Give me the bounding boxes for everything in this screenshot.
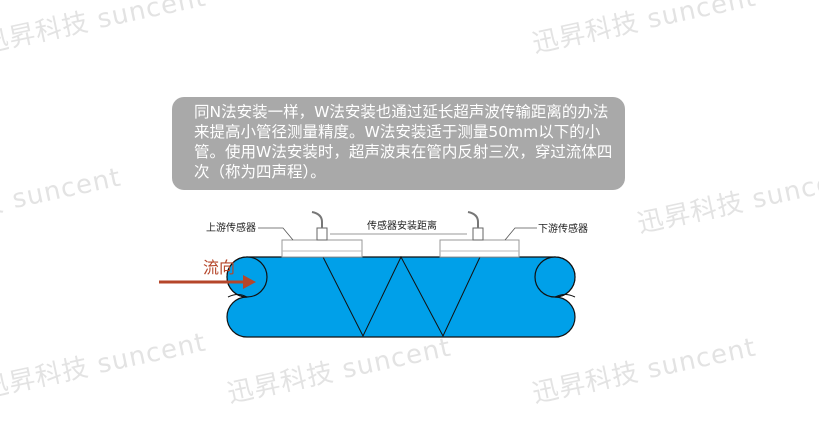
downstream-sensor-label: 下游传感器 — [538, 222, 588, 235]
sound-path — [322, 255, 481, 338]
upstream-sensor — [281, 211, 363, 258]
description-box: 同N法安装一样，W法安装也通过延长超声波传输距离的办法来提高小管径测量精度。W法… — [172, 97, 625, 190]
flow-arrow-icon — [159, 275, 256, 289]
upstream-sensor-label: 上游传感器 — [206, 221, 256, 234]
downstream-sensor — [439, 211, 520, 258]
description-text: 同N法安装一样，W法安装也通过延长超声波传输距离的办法来提高小管径测量精度。W法… — [194, 103, 613, 181]
pipe — [226, 256, 576, 338]
flow-direction-label: 流向 — [203, 258, 235, 277]
distance-label: 传感器安装距离 — [367, 219, 437, 232]
